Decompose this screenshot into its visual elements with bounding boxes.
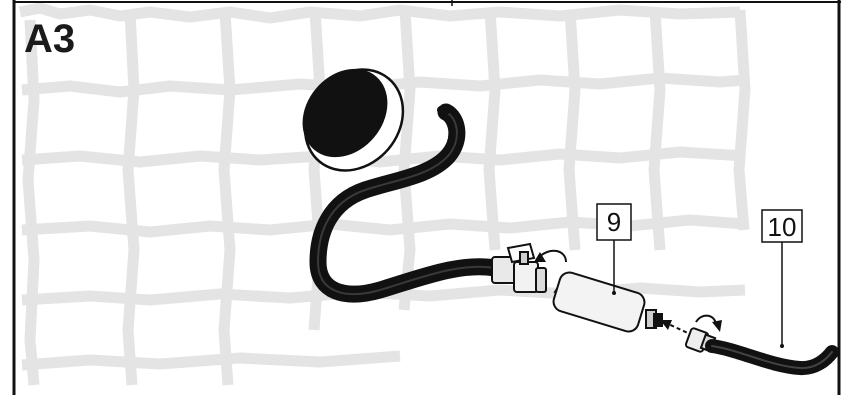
shutoff-valve — [491, 242, 547, 293]
wall-outlet — [302, 68, 405, 172]
callout-9: 9 — [596, 203, 632, 295]
callout-10: 10 — [761, 209, 803, 348]
panel-frame — [12, 0, 841, 395]
dashed-arrow-icon — [660, 320, 691, 335]
outlet-hose — [309, 103, 504, 303]
callout-10-number: 10 — [768, 212, 797, 242]
step-label: A3 — [24, 17, 75, 61]
hose-nut — [684, 327, 717, 353]
filter-cartridge — [552, 271, 663, 333]
inlet-hose — [705, 339, 839, 376]
rotate-arrow-icon — [695, 314, 722, 332]
rotate-arrow-icon — [534, 249, 567, 263]
callout-9-number: 9 — [607, 207, 621, 237]
